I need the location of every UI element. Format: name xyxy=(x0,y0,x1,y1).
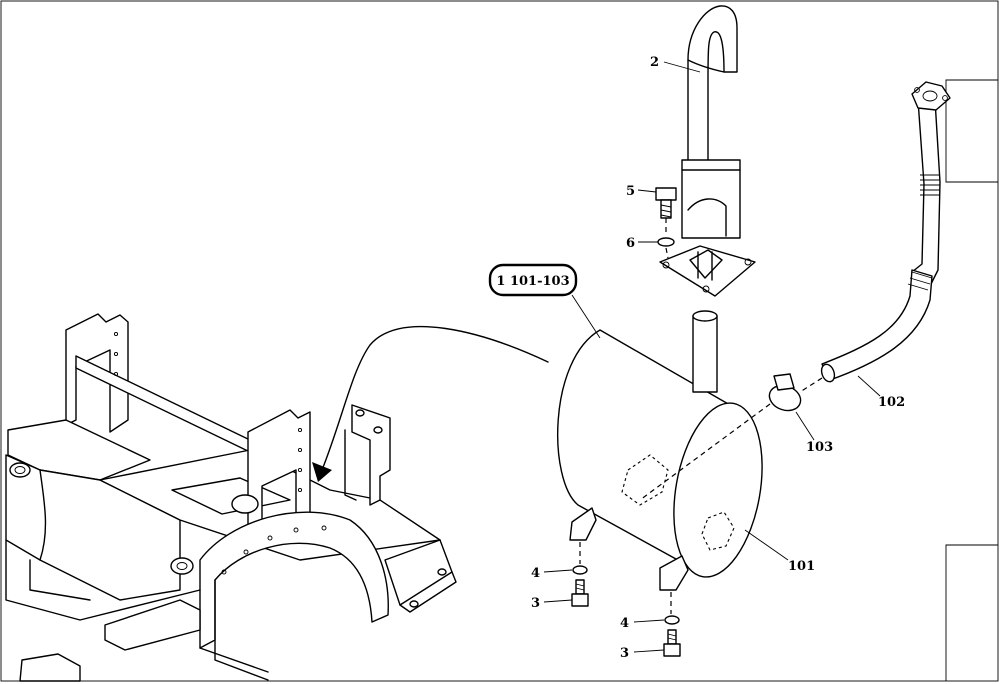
leader-group xyxy=(571,294,601,339)
exhaust-stack-2 xyxy=(659,5,756,297)
clamp-103 xyxy=(768,373,802,412)
group-callout-label: 1 101-103 xyxy=(496,274,569,289)
centerline-washer-6 xyxy=(665,247,669,259)
callout-102: 102 xyxy=(878,395,905,410)
fender-holes xyxy=(113,331,327,575)
callout-6: 6 xyxy=(626,236,635,251)
chassis-frame xyxy=(5,313,457,682)
callout-4-right: 4 xyxy=(620,616,629,631)
callout-3-left: 3 xyxy=(531,596,540,611)
title-block-top xyxy=(945,79,998,183)
leader-5 xyxy=(637,189,657,193)
centerline-pipe-clamp xyxy=(799,377,823,393)
washer-6 xyxy=(657,237,675,247)
bolt-5 xyxy=(655,187,677,219)
leader-103 xyxy=(795,411,815,441)
callout-5: 5 xyxy=(626,184,635,199)
leader-2 xyxy=(663,61,701,73)
callout-4-left: 4 xyxy=(531,566,540,581)
bolt-3-left xyxy=(571,579,589,607)
exhaust-pipe-102 xyxy=(820,81,951,383)
nut-4-right xyxy=(664,615,680,625)
bolt-3-right xyxy=(663,629,681,657)
leader-102 xyxy=(857,375,881,397)
leader-4-right xyxy=(633,619,665,623)
nut-4-left xyxy=(572,565,588,575)
leader-101 xyxy=(744,529,789,561)
leader-3-right xyxy=(633,649,665,653)
leader-3-left xyxy=(543,599,573,603)
title-block-bottom xyxy=(945,544,998,681)
callout-2: 2 xyxy=(650,55,659,70)
callout-103: 103 xyxy=(806,440,833,455)
callout-3-right: 3 xyxy=(620,646,629,661)
leader-4-left xyxy=(543,569,573,573)
mounting-arrow xyxy=(321,325,549,471)
mounting-arrowhead xyxy=(312,462,332,482)
group-callout-box xyxy=(488,263,578,297)
callout-101: 101 xyxy=(788,559,815,574)
muffler-101 xyxy=(557,310,763,591)
